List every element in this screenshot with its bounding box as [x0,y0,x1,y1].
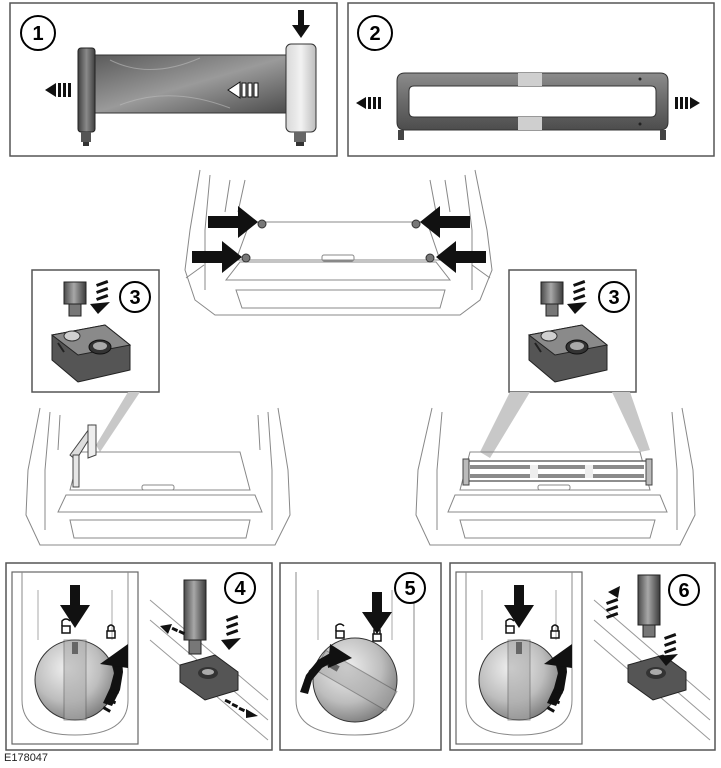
mount-arrow-upper-left-icon [208,206,258,238]
mounting-bracket [527,324,609,383]
mounting-arrows [192,206,486,273]
step-3-right-number: 3 [608,287,619,309]
down-arrow-dashed-icon [221,615,241,650]
arrow-left-icon [160,624,186,636]
figure-id: E178047 [4,752,49,764]
unlock-padlock-icon [505,618,515,634]
step-2-number: 2 [369,23,380,45]
callout-pointer-left [96,392,140,452]
down-arrow-dashed-icon [90,280,110,314]
press-down-arrow-icon [504,585,534,628]
down-arrow-dashed-icon [567,280,587,314]
step-3-left-badge [119,281,151,313]
step-3-right-badge [598,281,630,313]
locating-pin [63,281,87,317]
lock-knob [34,639,116,721]
load-cover-screen [77,43,317,146]
callout-pointer-right-b [612,392,650,452]
press-down-arrow-icon [362,592,392,634]
panel-step-5: 5 [279,562,442,751]
step-1-badge [20,15,56,51]
step-4-number: 4 [234,578,246,600]
up-arrow-dashed-icon [606,586,620,619]
locating-pin [637,574,661,638]
mounting-bracket [179,654,239,701]
installed-screen-side [69,424,97,488]
panel-step-3-right: 3 [508,269,637,393]
mount-arrow-upper-right-icon [420,206,470,238]
arrow-right-icon [675,97,700,109]
lock-knob [312,637,398,723]
unlock-padlock-icon [335,623,345,639]
callout-pointer-right-a [480,392,530,458]
step-4-badge [224,572,256,604]
arrow-left-icon [356,97,381,109]
panel-step-3-left: 3 [31,269,160,393]
vehicle-rear-view-left [25,407,291,546]
locating-pin [183,579,207,655]
vehicle-rear-view-right [415,407,696,546]
press-down-arrow-icon [60,585,90,628]
rotate-counterclockwise-arrow-icon [300,644,352,694]
step-6-badge [668,574,700,606]
step-6-number: 6 [678,580,689,602]
lock-knob [478,639,560,721]
installed-barrier [462,458,653,486]
locating-pin [540,281,564,317]
arrow-right-icon [224,698,258,718]
slide-arrow-icon [227,81,259,99]
panel-step-2: 2 [347,2,715,157]
arrow-left-icon [45,83,71,97]
step-2-badge [357,15,393,51]
mount-arrow-lower-right-icon [436,241,486,273]
step-5-number: 5 [404,578,415,600]
step-5-badge [394,572,426,604]
lock-padlock-icon [106,624,116,639]
press-down-arrow-icon [292,10,310,38]
panel-step-4: 4 [5,562,273,751]
panel-step-1: 1 [9,2,338,157]
mount-points [241,219,435,263]
step-1-number: 1 [32,23,43,45]
rotate-clockwise-arrow-icon [100,644,128,713]
cargo-barrier-frame [396,72,669,140]
step-3-left-number: 3 [129,287,140,309]
mounting-bracket [50,324,132,383]
lock-padlock-icon [550,624,560,639]
rotate-clockwise-arrow-icon [544,644,572,713]
mounting-bracket [627,654,687,701]
down-arrow-dashed-icon [658,633,678,666]
vehicle-rear-view-top [184,169,493,316]
unlock-padlock-icon [61,618,71,634]
panel-step-6: 6 [449,562,716,751]
mount-arrow-lower-left-icon [192,241,242,273]
